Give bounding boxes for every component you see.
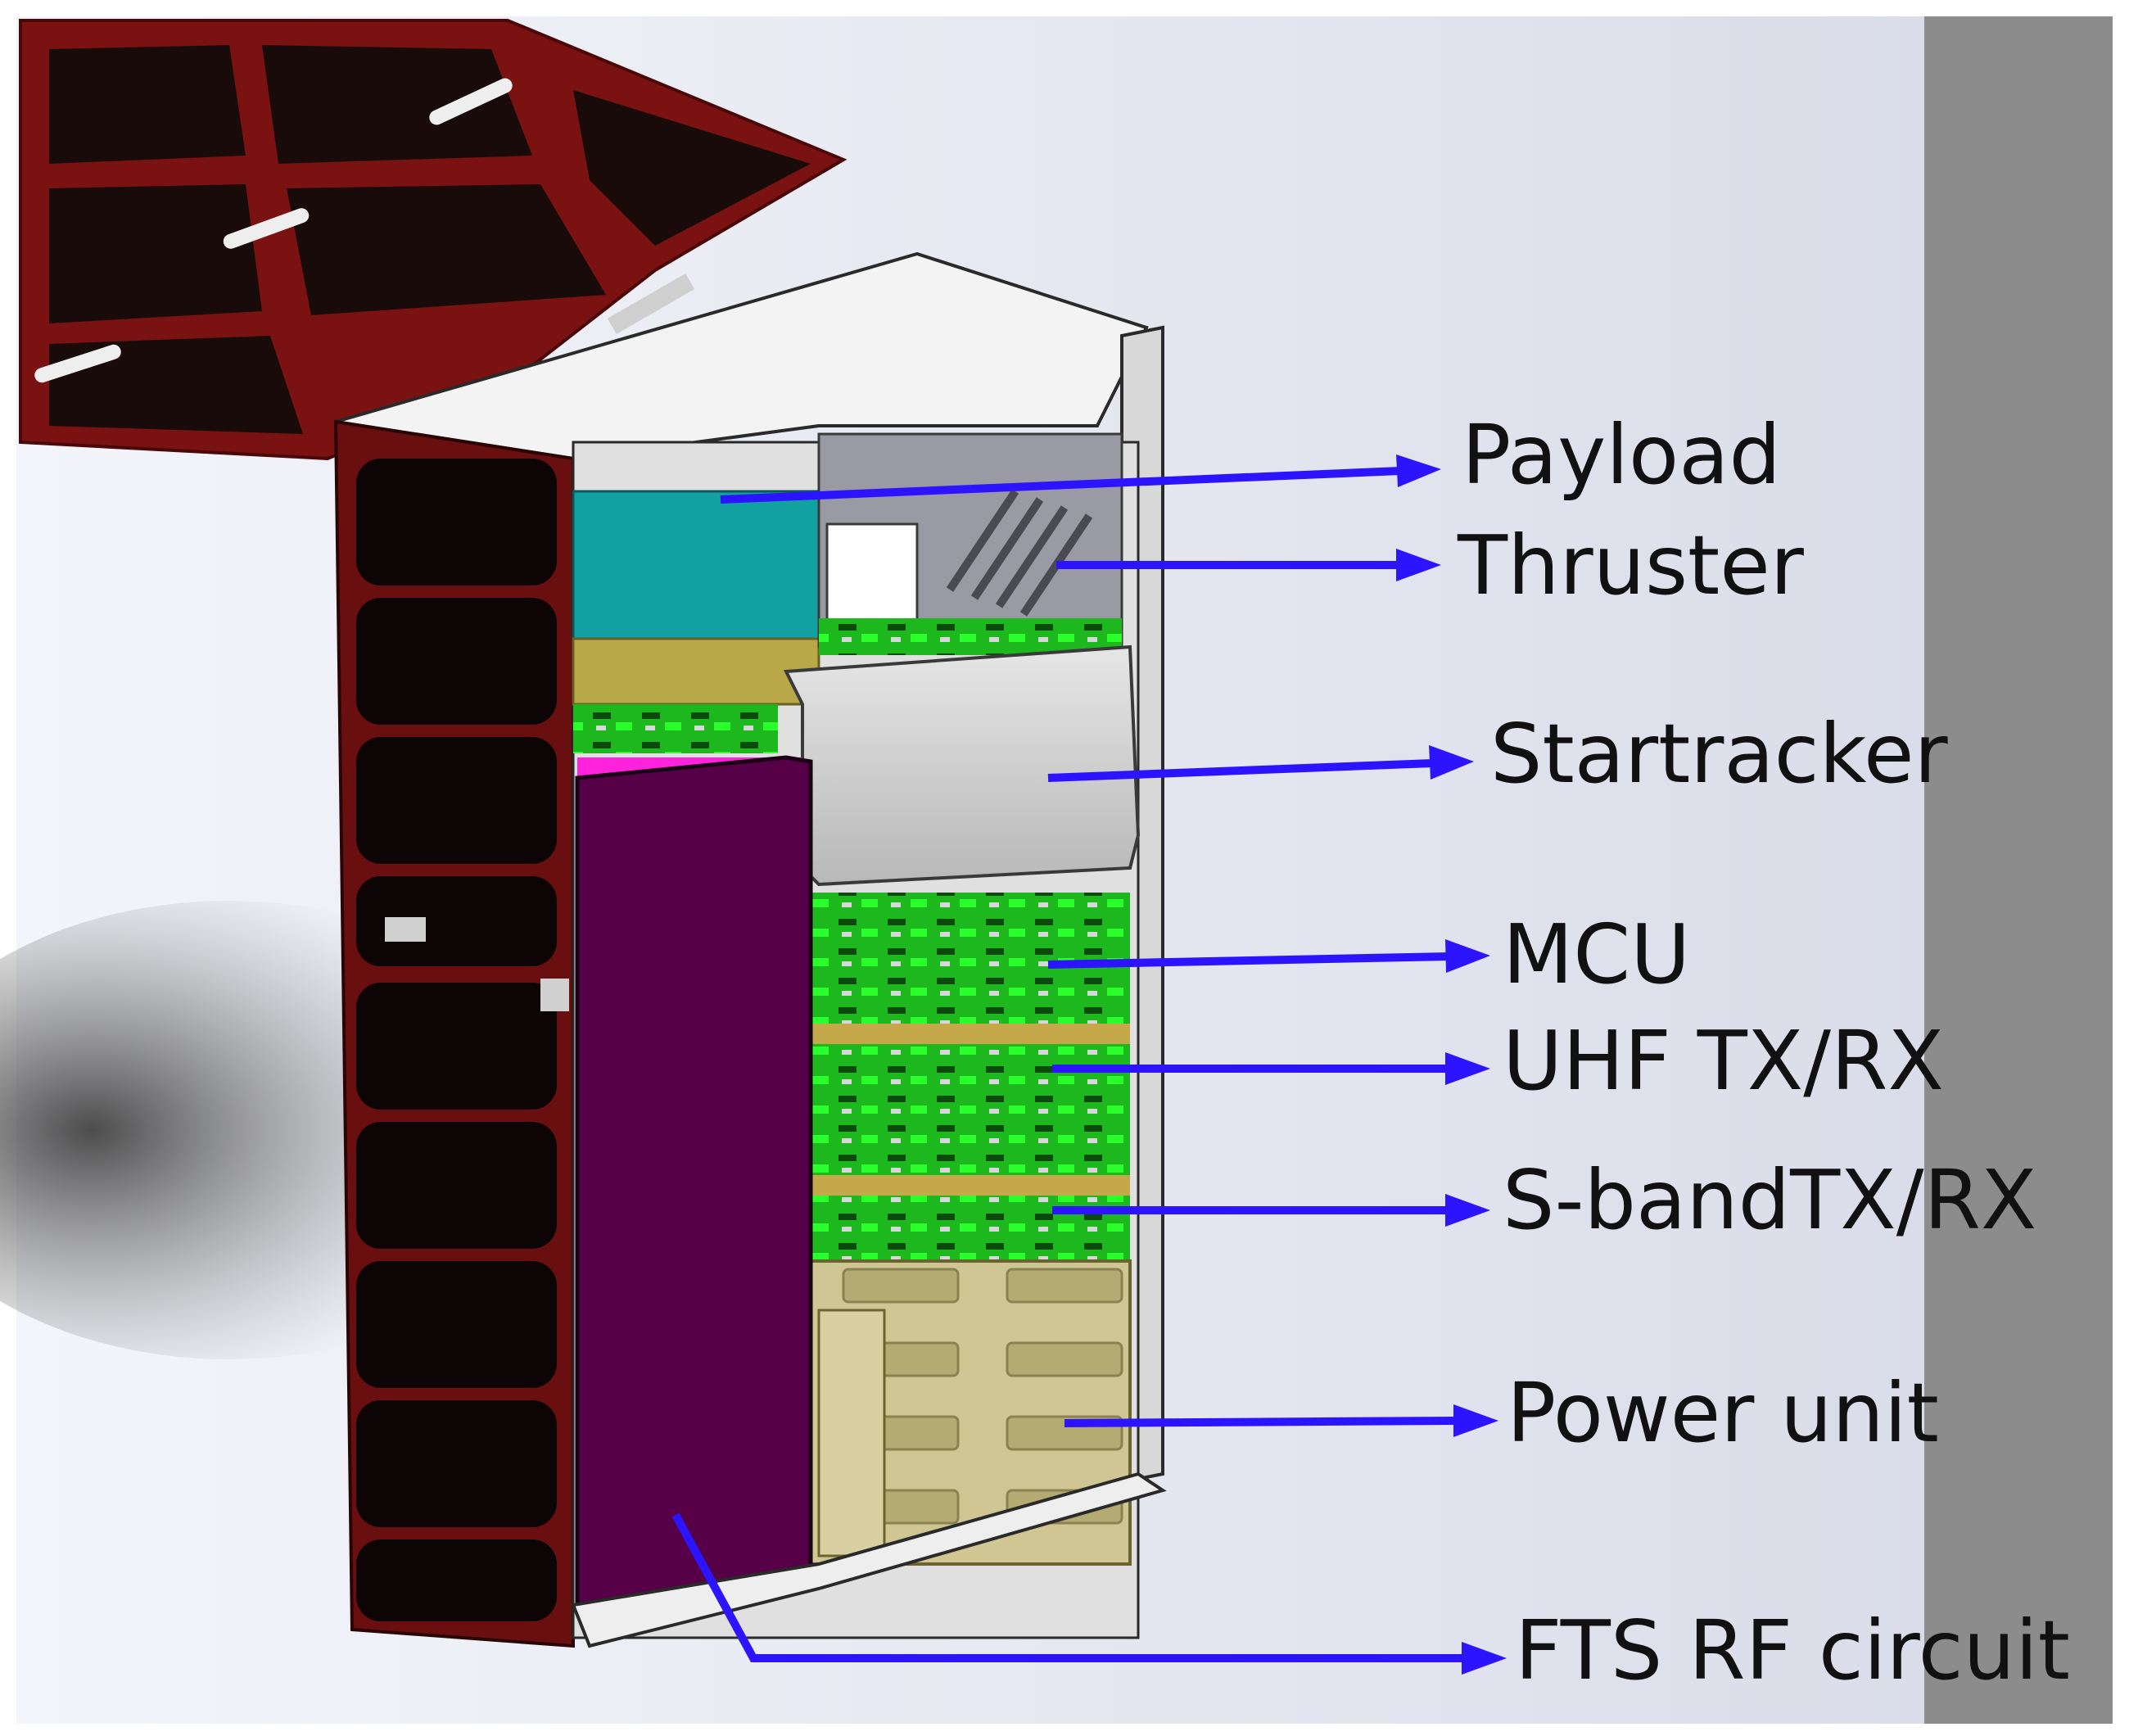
pcb-strip-left	[573, 704, 778, 753]
thruster-vents	[946, 489, 1093, 617]
arrow-sband	[1052, 1194, 1490, 1227]
label-payload: Payload	[1462, 407, 1781, 503]
arrow-startracker	[1047, 745, 1474, 782]
arrow-fts	[671, 1512, 1507, 1675]
left-side-wall	[333, 419, 575, 1648]
thruster-pcb	[819, 618, 1122, 655]
payload-block	[572, 490, 820, 640]
arrow-mcu	[1047, 939, 1490, 973]
hinge	[607, 273, 695, 335]
label-startracker: Startracker	[1490, 706, 1949, 802]
fts-panel	[575, 755, 813, 1607]
arrow-power	[1064, 1404, 1498, 1437]
arrow-payload	[720, 454, 1441, 504]
callout-labels: Payload Thruster Startracker MCU UHF TX/…	[1457, 407, 2070, 1698]
pcb-stack	[811, 893, 1130, 1261]
solar-panel	[19, 19, 848, 461]
arrow-uhf	[1052, 1052, 1490, 1085]
right-side-bar	[1924, 16, 2113, 1724]
startracker-block	[783, 644, 1141, 887]
power-unit-battery	[817, 1309, 886, 1557]
label-power: Power unit	[1507, 1365, 1939, 1461]
label-uhf: UHF TX/RX	[1503, 1013, 1944, 1109]
payload-base	[572, 637, 820, 706]
arrow-thruster	[1056, 549, 1441, 581]
label-thruster: Thruster	[1457, 518, 1805, 613]
label-mcu: MCU	[1503, 906, 1690, 1002]
callout-arrows	[671, 454, 1507, 1675]
label-fts: FTS RF circuit	[1515, 1603, 2070, 1698]
label-sband: S-bandTX/RX	[1503, 1152, 2036, 1248]
